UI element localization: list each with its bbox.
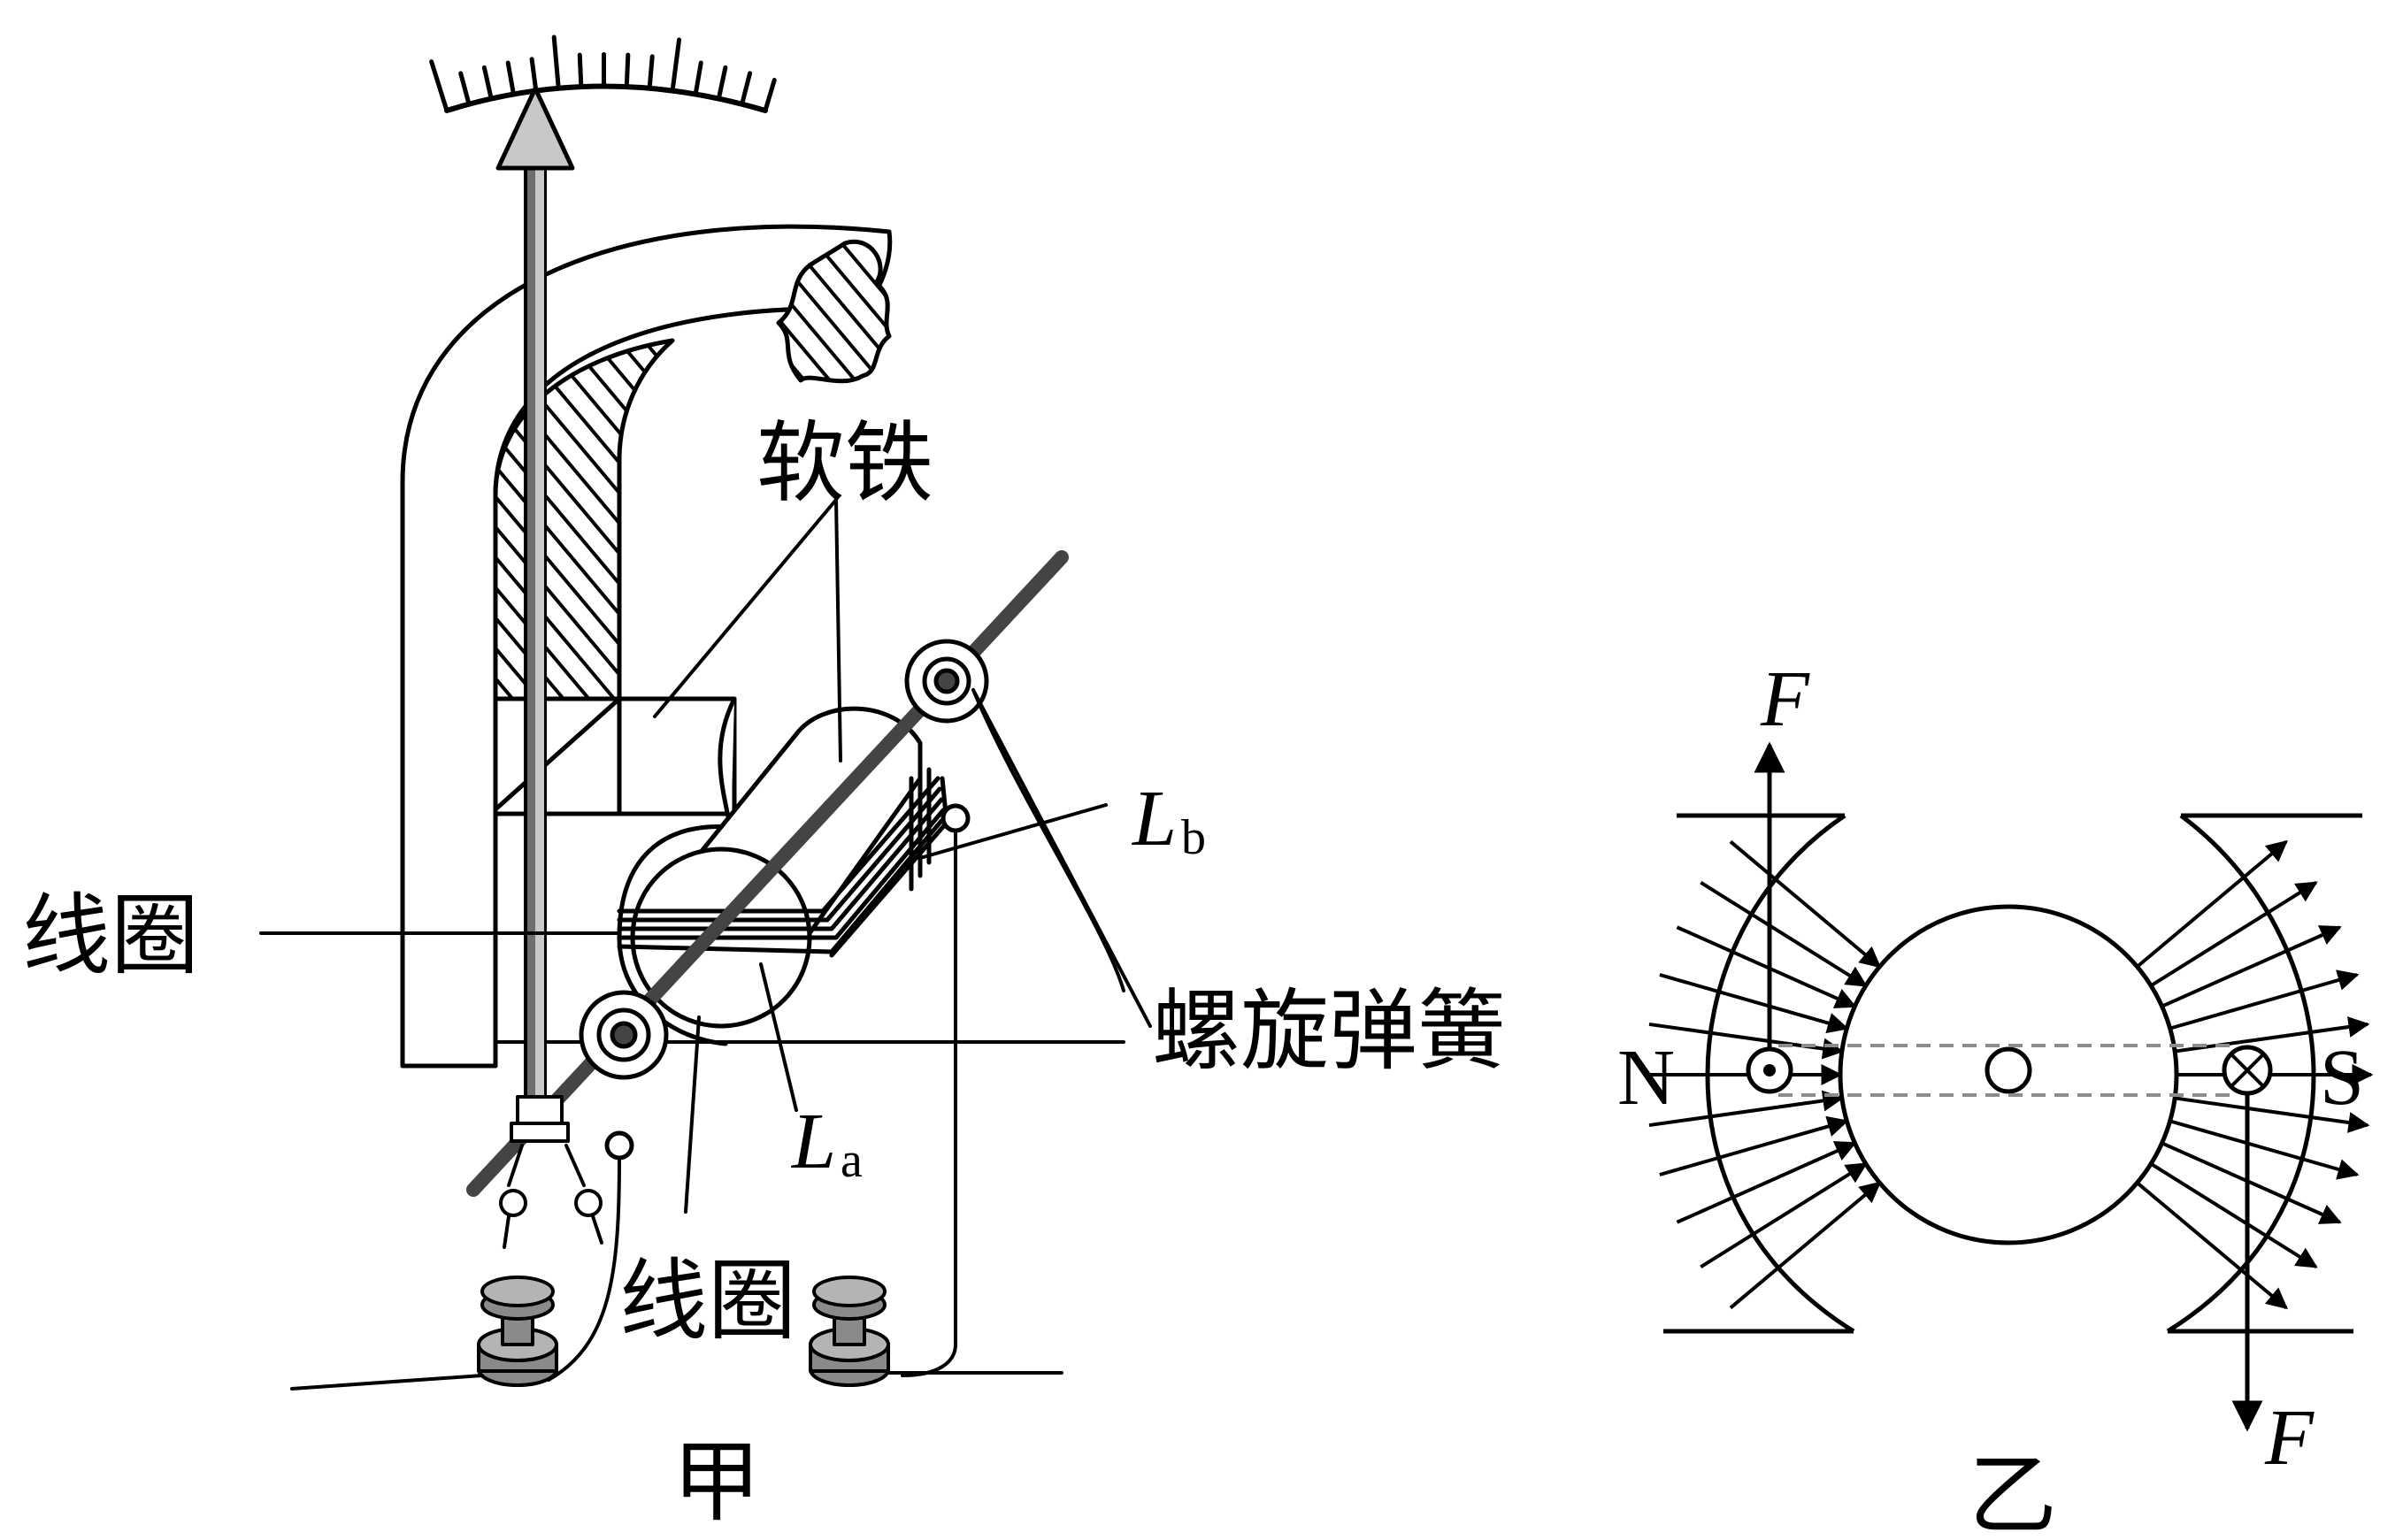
scale-ticks <box>429 34 777 113</box>
force-label-bottom: F <box>2264 1394 2315 1482</box>
pole-n-label: N <box>1617 1034 1675 1122</box>
field-line-s <box>2161 925 2342 1008</box>
field-line-s <box>2150 1161 2318 1268</box>
scale-tick <box>647 54 655 91</box>
pole-s-label: S <box>2320 1034 2364 1122</box>
scale-tick <box>505 60 516 96</box>
field-line-n <box>1659 1115 1849 1176</box>
field-line-s <box>2161 1141 2342 1224</box>
force-label-top: F <box>1760 655 1810 743</box>
scale-tick <box>577 52 584 89</box>
current-out-symbol <box>1746 1046 1793 1094</box>
field-line-n <box>1676 1141 1857 1224</box>
field-line-s <box>2169 969 2360 1030</box>
scale-tick <box>670 37 682 94</box>
spiral-spring-lower <box>547 990 669 1382</box>
spiral-spring-upper <box>901 639 1125 1377</box>
field-line-n <box>1729 1181 1882 1310</box>
coil-leads <box>499 1144 603 1249</box>
terminal-left <box>477 1276 558 1387</box>
label-coil-bottom: 线圈 <box>619 1249 796 1352</box>
callout-lines <box>259 498 1152 1214</box>
label-soft-iron: 软铁 <box>756 411 933 515</box>
field-line-s <box>2136 1181 2288 1310</box>
scale-tick <box>740 71 753 107</box>
label-Lb: L b <box>1131 775 1206 865</box>
svg-text:a: a <box>841 1133 863 1188</box>
field-line-n <box>1676 925 1857 1008</box>
scale-tick <box>693 60 703 96</box>
field-line-n <box>1648 1090 1845 1128</box>
field-arrows-s <box>2136 839 2374 1310</box>
field-arrows-n <box>1646 839 1882 1310</box>
core-axis <box>1985 1046 2032 1094</box>
caption-a: 甲 <box>672 1430 761 1534</box>
field-line-s <box>2150 881 2318 988</box>
label-La: L a <box>790 1098 863 1188</box>
svg-text:b: b <box>1181 810 1206 865</box>
magnet-break-section <box>776 239 892 384</box>
figure-a: 软铁 线圈 线圈 螺旋弹簧 L b L a 甲 <box>22 34 1506 1534</box>
coil-windings <box>617 767 946 954</box>
scale-tick <box>551 34 561 91</box>
field-line-n <box>1729 839 1882 969</box>
lead-wire-left <box>290 1374 484 1391</box>
scale-tick <box>429 59 449 113</box>
svg-text:L: L <box>790 1098 836 1185</box>
terminal-right <box>809 1276 890 1387</box>
field-line-s <box>2169 1119 2360 1180</box>
scale-tick <box>458 71 472 107</box>
figure-b: N S F F 乙 <box>1617 655 2374 1540</box>
caption-b: 乙 <box>1969 1444 2057 1536</box>
label-coil-left: 线圈 <box>22 884 199 987</box>
label-spiral-spring: 螺旋弹簧 <box>1152 979 1506 1083</box>
scale-tick <box>529 57 539 94</box>
field-line-n <box>1659 973 1849 1034</box>
scale-tick <box>716 65 728 102</box>
pointer <box>495 86 575 1143</box>
field-line-n <box>1700 881 1868 988</box>
scale-tick <box>763 77 777 113</box>
magnet-body <box>400 224 893 1069</box>
field-line-s <box>2136 839 2288 969</box>
field-line-s <box>2174 1016 2370 1053</box>
field-line-s <box>2174 1096 2370 1133</box>
field-line-n <box>1700 1161 1868 1268</box>
meter-scale <box>429 34 777 113</box>
svg-text:L: L <box>1131 775 1177 862</box>
scale-tick <box>481 65 494 102</box>
current-in-symbol <box>2222 1045 2273 1096</box>
scale-tick <box>624 52 631 89</box>
